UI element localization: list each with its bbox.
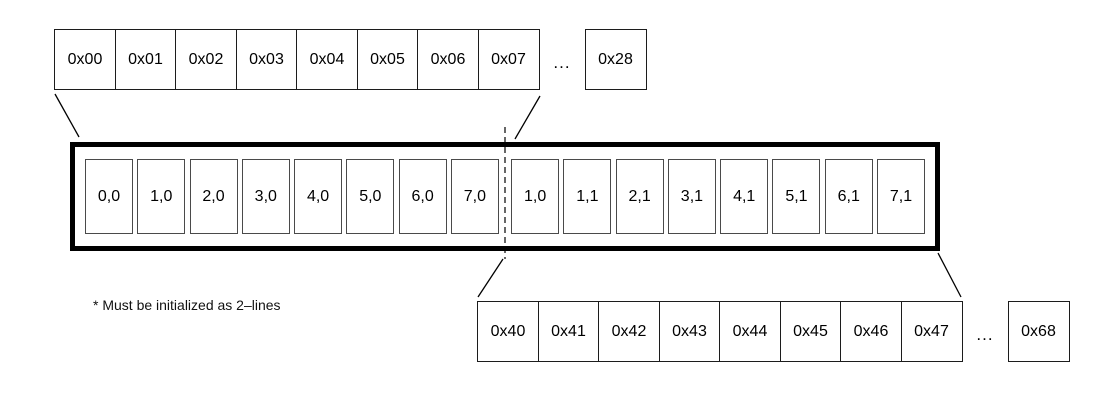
top-address-cell: 0x06 <box>417 29 479 90</box>
line-cell: 5,1 <box>772 159 821 234</box>
bottom-address-cell: 0x44 <box>719 301 781 362</box>
bottom-address-cell: 0x40 <box>477 301 539 362</box>
bottom-address-row: 0x40 0x41 0x42 0x43 0x44 0x45 0x46 0x47 … <box>477 301 1070 362</box>
line-cell: 1,0 <box>511 159 560 234</box>
line-cell: 5,0 <box>346 159 395 234</box>
line-cell: 4,1 <box>720 159 769 234</box>
connector-bottom-left-line <box>477 258 504 298</box>
top-address-cell: 0x07 <box>477 29 540 90</box>
line-cell: 1,0 <box>137 159 186 234</box>
line-cell: 3,0 <box>241 159 290 234</box>
line-cell: 1,1 <box>563 159 612 234</box>
line-cell: 2,0 <box>189 159 238 234</box>
line-cell: 4,0 <box>294 159 343 234</box>
line-cell: 7,1 <box>876 159 925 234</box>
bottom-address-cells: 0x40 0x41 0x42 0x43 0x44 0x45 0x46 0x47 <box>477 301 963 362</box>
top-address-cell: 0x00 <box>54 29 116 90</box>
line-cell: 2,1 <box>615 159 664 234</box>
bottom-address-cell: 0x43 <box>658 301 721 362</box>
top-address-row: 0x00 0x01 0x02 0x03 0x04 0x05 0x06 0x07 … <box>54 29 647 90</box>
top-address-cell: 0x02 <box>175 29 237 90</box>
top-address-cells: 0x00 0x01 0x02 0x03 0x04 0x05 0x06 0x07 <box>54 29 540 90</box>
connector-top-left-line <box>54 93 80 138</box>
line-cell: 6,0 <box>398 159 447 234</box>
bottom-address-cell: 0x41 <box>537 301 600 362</box>
bottom-address-cell: 0x46 <box>840 301 902 362</box>
footnote: * Must be initialized as 2–lines <box>93 297 281 313</box>
bottom-address-cell: 0x42 <box>598 301 660 362</box>
bottom-row-ellipsis: ... <box>976 324 994 344</box>
line-cell: 0,0 <box>85 159 133 234</box>
top-address-cell: 0x04 <box>296 29 358 90</box>
top-address-cell: 0x05 <box>356 29 419 90</box>
line-cell: 6,1 <box>824 159 873 234</box>
connector-top-right-line <box>514 95 541 140</box>
connector-bottom-right-line <box>937 252 962 298</box>
top-address-cell: 0x01 <box>114 29 177 90</box>
bottom-address-last-cell: 0x68 <box>1007 301 1070 362</box>
line-cell: 3,1 <box>667 159 716 234</box>
top-row-ellipsis: ... <box>553 52 571 72</box>
top-address-last-cell: 0x28 <box>584 29 647 90</box>
bottom-address-cell: 0x47 <box>900 301 963 362</box>
top-address-cell: 0x03 <box>235 29 298 90</box>
bottom-address-cell: 0x45 <box>779 301 842 362</box>
line-cell: 7,0 <box>450 159 499 234</box>
line-buffer-box: 0,0 1,0 2,0 3,0 4,0 5,0 6,0 7,0 1,0 1,1 … <box>70 142 940 251</box>
